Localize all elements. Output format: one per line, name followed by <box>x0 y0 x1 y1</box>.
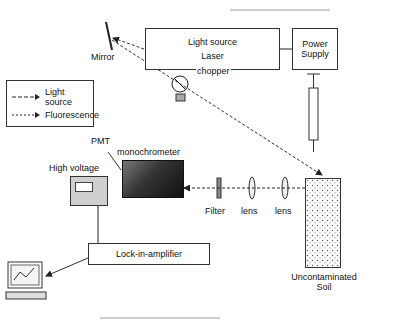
beam <box>112 40 322 175</box>
legend-sample <box>11 111 41 119</box>
box-label: Light source <box>188 37 237 47</box>
frame-line <box>100 318 220 319</box>
process-box: Light sourceLaser <box>145 28 280 70</box>
connector <box>98 206 99 243</box>
keyboard <box>6 292 46 299</box>
soil-fill <box>306 179 340 267</box>
chopper-blade <box>174 78 186 90</box>
syringe-plunger <box>307 74 320 75</box>
legend-text: Fluorescence <box>45 110 99 120</box>
frame-line <box>230 10 330 11</box>
mirror <box>106 22 112 50</box>
box-label: Power Supply <box>297 39 333 60</box>
part-label: chopper <box>196 66 231 76</box>
soil-texture <box>306 179 340 267</box>
soil-column: Uncontaminated Soil <box>305 178 341 268</box>
process-box: Power Supply <box>292 28 338 70</box>
node-heading: Uncontaminated Soil <box>284 272 364 292</box>
syringe-plunger <box>313 74 314 88</box>
display <box>75 182 93 192</box>
monitor <box>8 262 42 288</box>
process-box: Lock-in-amplifier <box>88 243 210 265</box>
screen-trace <box>14 268 34 280</box>
syringe-needle <box>313 140 314 152</box>
legend-text: Light source <box>45 87 89 108</box>
node-heading: monochrometer <box>117 147 180 157</box>
node-heading: High voltage <box>49 163 99 173</box>
part-label: Mirror <box>90 52 116 62</box>
part-label: lens <box>274 206 293 216</box>
chopper-motor <box>176 94 185 101</box>
syringe <box>309 88 318 140</box>
part-label: PMT <box>90 136 111 146</box>
monochrometer-box: monochrometer <box>122 160 184 198</box>
part-label: Filter <box>204 206 226 216</box>
legend-row: Fluorescence <box>11 110 89 120</box>
screen <box>11 265 39 285</box>
data-cable <box>46 258 88 276</box>
legend-sample <box>11 93 41 101</box>
legend: Light sourceFluorescence <box>6 80 94 127</box>
connector <box>280 49 292 50</box>
connector <box>184 188 305 189</box>
part-label: lens <box>240 206 259 216</box>
chopper-wheel <box>172 76 188 92</box>
high-voltage-unit: High voltage <box>70 176 108 206</box>
box-label: Lock-in-amplifier <box>116 249 182 259</box>
legend-row: Light source <box>11 87 89 108</box>
box-label: Laser <box>201 51 224 61</box>
